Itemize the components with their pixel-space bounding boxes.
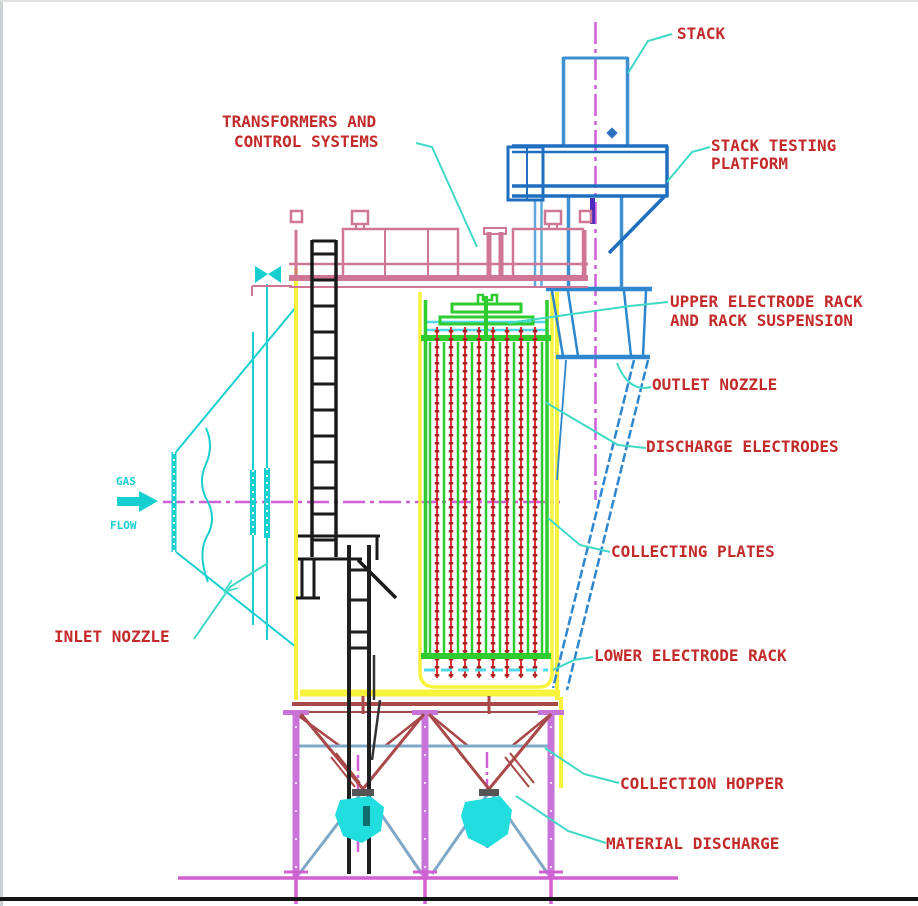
rack-suspension [438, 293, 535, 336]
label-upper-rack-line1: UPPER ELECTRODE RACK [670, 292, 863, 311]
access-ladder [296, 239, 398, 600]
inlet-nozzle [171, 266, 297, 648]
transformers-platform [251, 209, 593, 296]
page-edge-top [0, 0, 918, 2]
discharge-electrodes [434, 327, 538, 678]
label-upper-rack-line2: AND RACK SUSPENSION [670, 311, 854, 330]
label-gas: GAS [116, 475, 136, 488]
label-stack-testing-line2: PLATFORM [711, 154, 789, 173]
collecting-plates [428, 342, 544, 653]
page-edge-left [0, 0, 3, 906]
material-discharge-valves [335, 789, 512, 848]
lower-electrode-rack [421, 653, 551, 672]
label-lower-rack: LOWER ELECTRODE RACK [594, 646, 787, 665]
label-inlet-nozzle: INLET NOZZLE [54, 627, 170, 646]
label-collecting-plates: COLLECTING PLATES [611, 542, 775, 561]
label-transformers-line1: TRANSFORMERS AND [222, 112, 377, 131]
label-stack: STACK [677, 24, 726, 43]
stack-testing-platform [506, 144, 669, 255]
outlet-nozzle-duct [546, 286, 652, 691]
leader-lines [193, 33, 711, 844]
label-transformers-line2: CONTROL SYSTEMS [234, 132, 379, 151]
label-outlet-nozzle: OUTLET NOZZLE [652, 375, 778, 394]
gas-flow-arrow [117, 491, 158, 512]
label-flow: FLOW [110, 519, 137, 532]
support-structure [283, 696, 564, 877]
label-discharge-electrodes: DISCHARGE ELECTRODES [646, 437, 839, 456]
page-edge-bottom [0, 897, 918, 901]
esp-casing [294, 268, 563, 788]
stack [533, 56, 630, 288]
label-stack-testing-line1: STACK TESTING [711, 136, 837, 155]
upper-electrode-rack [421, 293, 551, 658]
label-material-discharge: MATERIAL DISCHARGE [606, 834, 780, 853]
label-collection-hopper: COLLECTION HOPPER [620, 774, 784, 793]
